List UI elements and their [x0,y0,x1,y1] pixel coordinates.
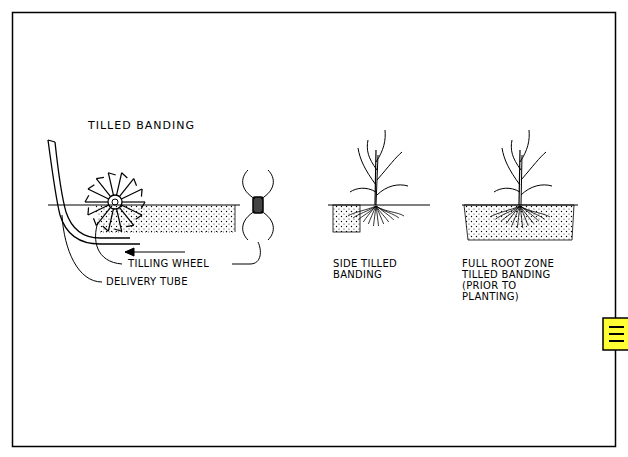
note-icon [603,318,628,350]
full-banded-plant [462,130,578,240]
figure-title: TILLED BANDING [88,120,218,131]
figure-label: FULL ROOT ZONE TILLED BANDING (PRIOR TO … [462,258,562,302]
frame-border [13,13,616,447]
figure-label: SIDE TILLED BANDING [333,258,413,280]
part-label: DELIVERY TUBE [106,276,216,287]
tilling-machine [48,140,273,282]
part-label: TILLING WHEEL [128,258,232,269]
side-banded-plant [328,130,430,232]
